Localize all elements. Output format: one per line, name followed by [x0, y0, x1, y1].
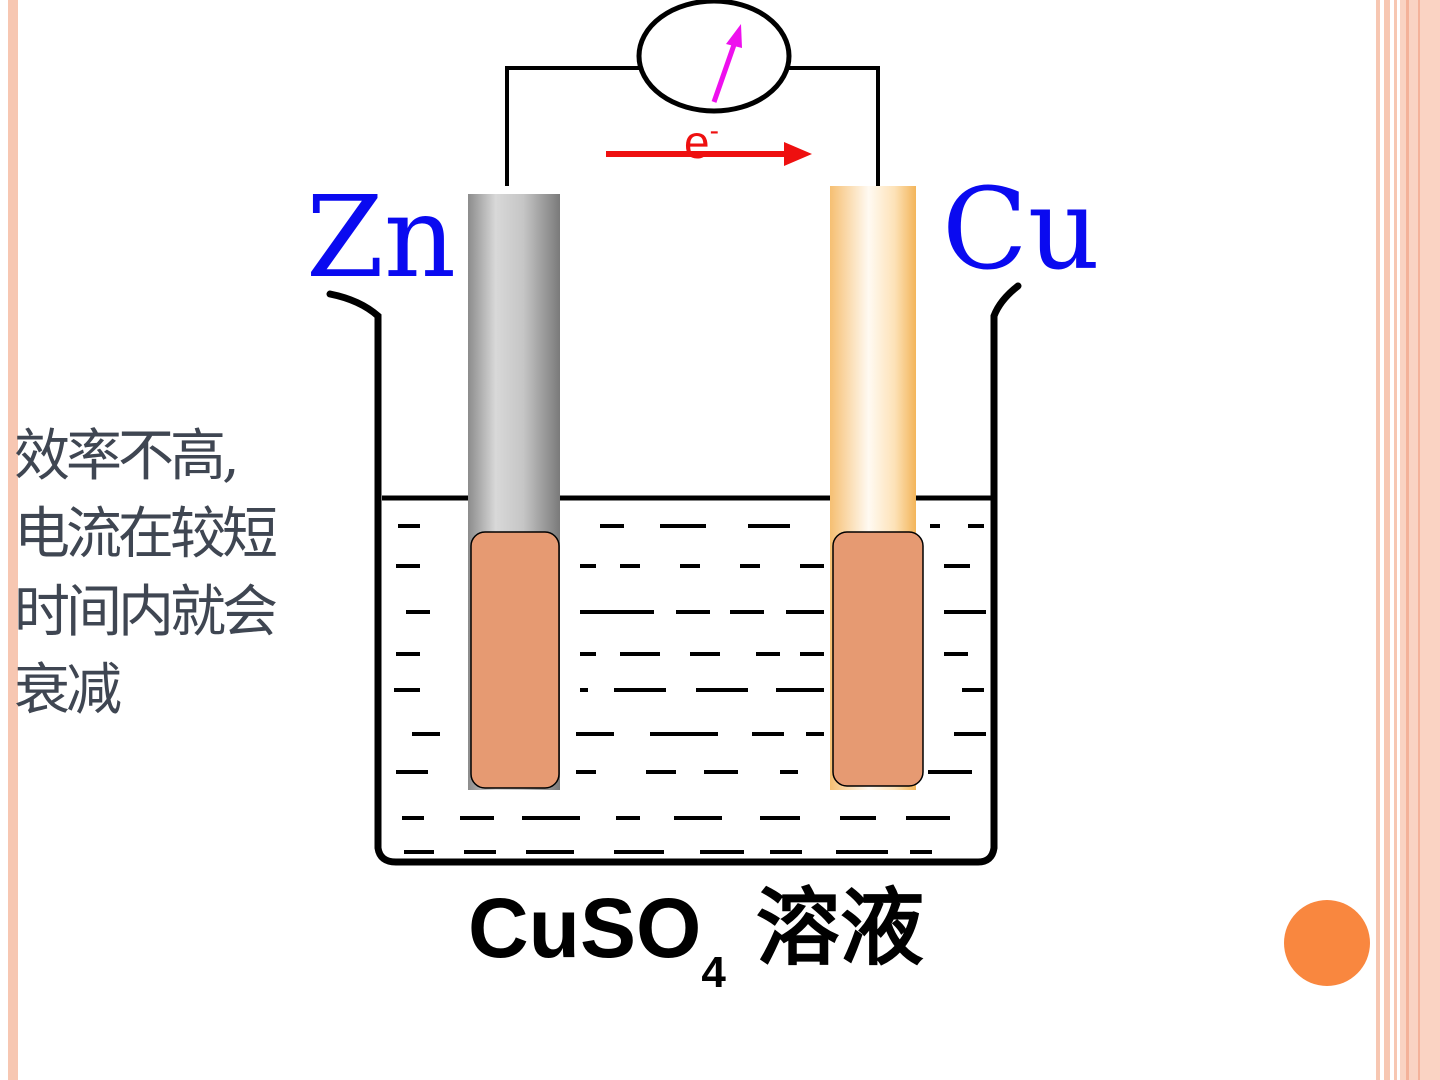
circuit-wire: [505, 66, 640, 186]
formula-subscript: 4: [701, 948, 726, 997]
galvanometer: [636, 0, 792, 114]
solution-name: 溶液: [755, 878, 924, 977]
beaker: [326, 282, 1022, 866]
left-border: [8, 0, 18, 1080]
electron-label: e-: [684, 115, 719, 168]
zn-copper-deposit: [470, 531, 560, 789]
galvanometer-needle-tip: [726, 24, 742, 48]
cu-label: Cu: [942, 165, 1100, 295]
solution-liquid: [394, 524, 986, 854]
electron-flow-arrowhead: [784, 142, 812, 166]
efficiency-note: 效率不高, 电流在较短 时间内就会 衰减: [14, 418, 344, 730]
galvanometer-needle: [711, 41, 738, 103]
cu-copper-deposit: [832, 531, 924, 787]
solution-label: CuSO4 溶液: [468, 878, 924, 997]
right-border-stripes: [1376, 0, 1440, 1080]
note-line: 时间内就会: [14, 580, 278, 645]
zn-label: Zn: [306, 173, 456, 303]
note-line: 衰减: [14, 658, 122, 723]
formula-main: CuSO: [468, 881, 702, 975]
note-line: 效率不高,: [14, 424, 240, 489]
decorative-orange-circle: [1284, 900, 1370, 986]
circuit-wire: [789, 66, 880, 186]
note-line: 电流在较短: [14, 502, 278, 567]
